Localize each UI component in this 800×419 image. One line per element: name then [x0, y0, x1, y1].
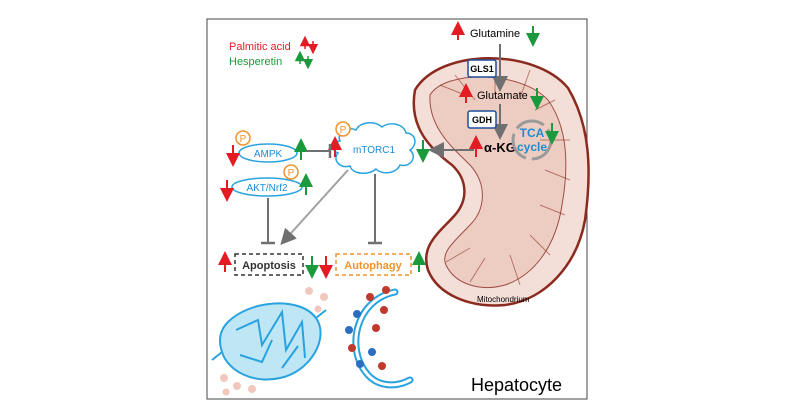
ampk-label: AMPK [254, 149, 283, 160]
gdh-box: GDH [467, 110, 497, 129]
cycle-label: cycle [517, 140, 547, 154]
akt-nrf2-node: AKT/Nrf2 [231, 177, 303, 197]
damaged-mitochondrion-icon [211, 302, 327, 381]
autophagy-box: Autophagy [335, 253, 412, 276]
svg-text:P: P [240, 134, 247, 145]
gls1-box: GLS1 [467, 59, 497, 78]
glutamine-label: Glutamine [470, 28, 520, 40]
akt-inhibits-apoptosis [261, 198, 275, 245]
autophagosome-icon [345, 286, 414, 389]
gdh-label: GDH [472, 115, 492, 125]
legend-palmitic-acid: Palmitic acid [229, 41, 291, 53]
mtorc1-cloud: mTORC1 [332, 122, 416, 174]
hepatocyte-label: Hepatocyte [471, 375, 562, 395]
mitochondrium-label: Mitochondrium [477, 295, 530, 304]
ampk-node: AMPK [238, 143, 298, 163]
glutamate-label: Glutamate [477, 90, 528, 102]
tca-label: TCA [520, 126, 545, 140]
svg-text:P: P [288, 168, 295, 179]
svg-text:P: P [340, 125, 347, 136]
legend-palmitic-arrows-icon [299, 35, 319, 55]
akt-phospho-badge: P [283, 164, 299, 180]
apoptosis-label: Apoptosis [242, 260, 296, 272]
mtorc1-to-apoptosis-arrow [280, 169, 349, 245]
akt-nrf2-label: AKT/Nrf2 [246, 183, 288, 194]
gls1-label: GLS1 [470, 64, 494, 74]
mtorc1-label: mTORC1 [353, 145, 395, 156]
debris-particles-icon [220, 287, 328, 396]
ampk-phospho-badge: P [235, 130, 251, 146]
mtorc1-inhibits-autophagy [368, 174, 382, 245]
legend-hesperetin: Hesperetin [229, 56, 282, 68]
mtorc1-phospho-badge: P [335, 121, 351, 137]
legend-hesperetin-arrows-icon [294, 50, 314, 70]
autophagy-label: Autophagy [344, 260, 402, 272]
legend: Palmitic acid Hesperetin [229, 35, 319, 70]
akg-label: α-KG [484, 140, 516, 155]
apoptosis-box: Apoptosis [234, 253, 304, 276]
ampk-inhibits-mtorc1 [306, 144, 332, 158]
mitochondrion [412, 57, 590, 307]
